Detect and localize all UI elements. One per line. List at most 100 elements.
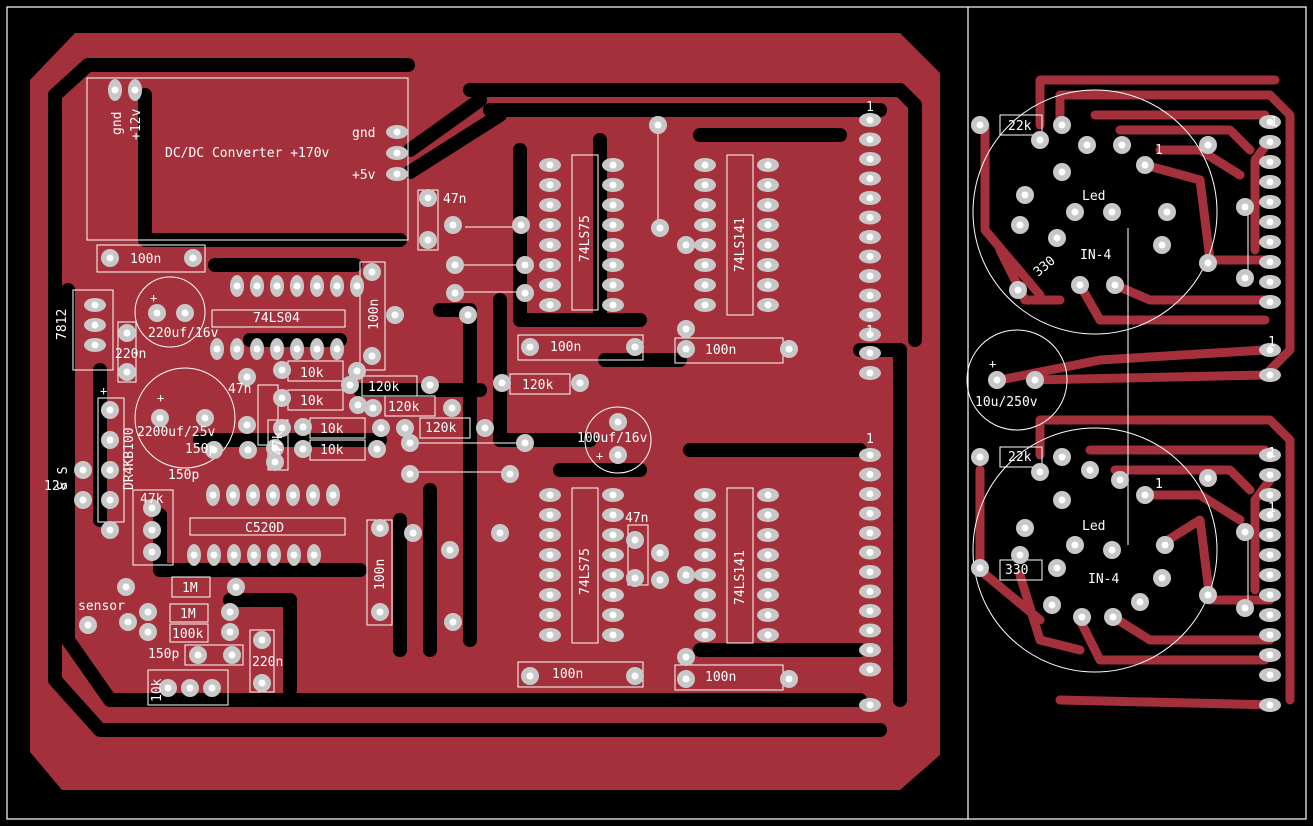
pad (443, 399, 461, 417)
label-pin1-c: 1 (866, 432, 874, 447)
pad (859, 565, 881, 579)
pad (1236, 269, 1254, 287)
pad (602, 628, 624, 642)
pad (602, 198, 624, 212)
pad (286, 484, 300, 506)
pad (205, 441, 223, 459)
pad (602, 218, 624, 232)
pad (203, 679, 221, 697)
pad (971, 116, 989, 134)
pad (101, 431, 119, 449)
pad (189, 646, 207, 664)
pad (694, 568, 716, 582)
label-r120k-d: 120k (522, 378, 553, 393)
pad (1259, 343, 1281, 357)
label-ss: S S (56, 467, 71, 490)
pad (266, 484, 280, 506)
pad (246, 484, 260, 506)
pad (1199, 254, 1217, 272)
pad (859, 623, 881, 638)
pad (446, 256, 464, 274)
label-ic-74ls04: 74LS04 (253, 311, 300, 326)
pad (273, 389, 291, 407)
pads (74, 79, 1281, 712)
pad (1259, 368, 1281, 382)
pad (694, 158, 716, 172)
label-c100n-b: 100n (367, 299, 382, 330)
pad (459, 306, 477, 324)
pad (651, 219, 669, 237)
pad (79, 616, 97, 634)
pad (74, 461, 92, 479)
pad (602, 258, 624, 272)
pad (307, 544, 321, 566)
pad (602, 238, 624, 252)
pad (516, 284, 534, 302)
pad (539, 508, 561, 522)
pad (757, 218, 779, 232)
pad (602, 568, 624, 582)
pad (602, 528, 624, 542)
pad (181, 679, 199, 697)
pad (1053, 448, 1071, 466)
label-r47k-a: 47k (271, 431, 286, 455)
label-r120k-b: 120k (388, 400, 419, 415)
pad (1053, 116, 1071, 134)
pad (159, 679, 177, 697)
pad (253, 674, 271, 692)
pad (626, 667, 644, 685)
pad (757, 198, 779, 212)
pad (1259, 135, 1281, 149)
label-c100n-g: 100n (705, 670, 736, 685)
label-dcdc-gnd: gnd (352, 126, 375, 141)
pad (1199, 586, 1217, 604)
svg-text:+: + (157, 391, 164, 405)
pad (602, 588, 624, 602)
pad (602, 278, 624, 292)
pad (694, 298, 716, 312)
pad (117, 578, 135, 596)
label-sensor: sensor (78, 599, 125, 614)
label-ic-74ls75-a: 74LS75 (578, 215, 593, 262)
pad (108, 79, 122, 101)
pad (421, 376, 439, 394)
label-c2200uf: 2200uf/25v (137, 425, 215, 440)
pad (521, 667, 539, 685)
pad (1259, 588, 1281, 602)
label-r47k-b: 47k (140, 492, 164, 507)
pad (1103, 541, 1121, 559)
pad (386, 306, 404, 324)
pad (859, 506, 881, 521)
pad (290, 338, 304, 360)
label-r10k-b: 10k (300, 394, 324, 409)
pad (84, 318, 106, 332)
label-ic-c520d: C520D (245, 521, 284, 536)
pad (1259, 528, 1281, 542)
pad (330, 275, 344, 297)
pad (757, 508, 779, 522)
pad (139, 623, 157, 641)
pad (626, 531, 644, 549)
pad (859, 487, 881, 501)
label-c100uf: 100uf/16v (577, 431, 648, 446)
pad (859, 467, 881, 482)
pad (988, 371, 1006, 389)
pad (330, 338, 344, 360)
pad (396, 419, 414, 437)
pad (226, 484, 240, 506)
pad (1259, 668, 1281, 682)
pad (1078, 136, 1096, 154)
pad (757, 568, 779, 582)
pad (602, 158, 624, 172)
pad (227, 578, 245, 596)
pad (266, 439, 284, 457)
pad (1103, 203, 1121, 221)
pad (223, 646, 241, 664)
pad (694, 628, 716, 642)
pad (239, 441, 257, 459)
label-c10u: 10u/250v (975, 395, 1038, 410)
label-r1m-b: 1M (180, 607, 196, 622)
pad (757, 608, 779, 622)
pad (859, 545, 881, 560)
svg-text:+: + (100, 384, 107, 398)
